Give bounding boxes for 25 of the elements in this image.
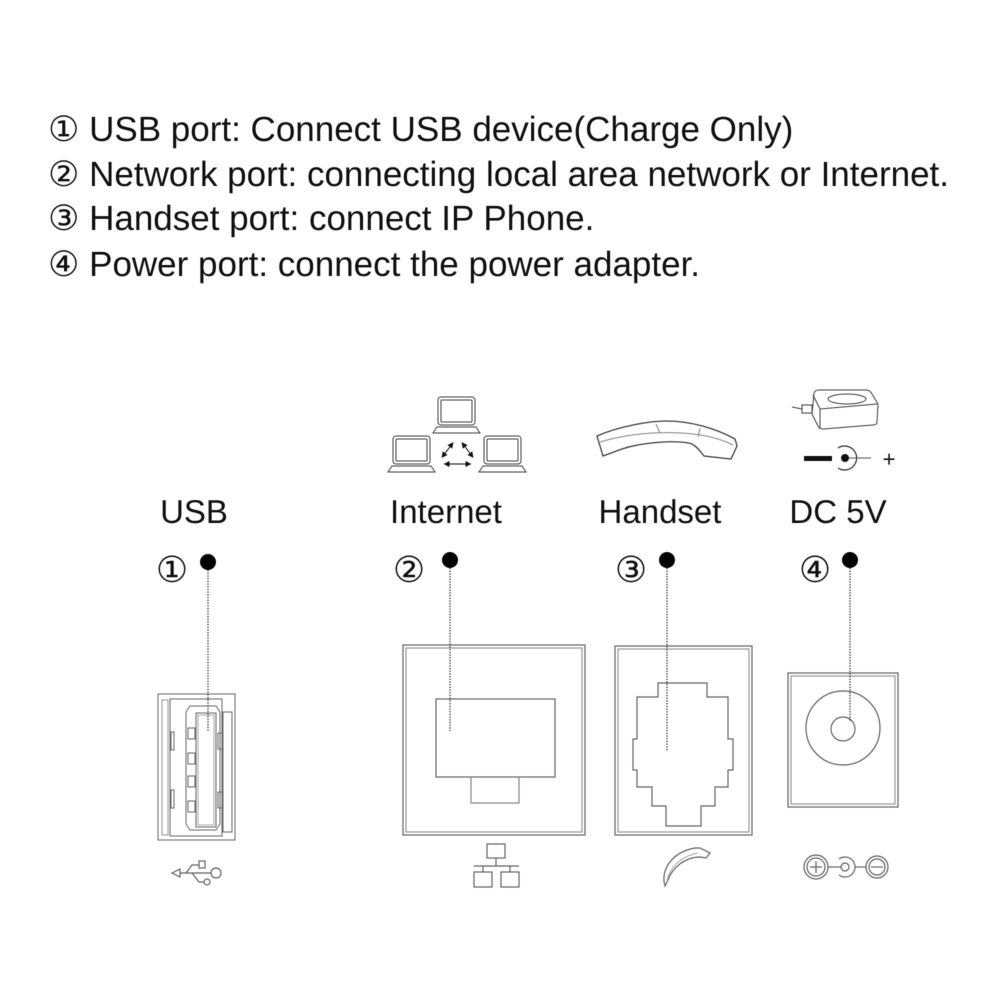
description-text: ① USB port: Connect USB device(Charge Only) bbox=[48, 110, 794, 150]
leader-dot bbox=[659, 552, 675, 568]
port-label: Handset bbox=[598, 493, 722, 531]
port-label: Internet bbox=[390, 493, 502, 531]
usb-port-drawing bbox=[155, 692, 238, 842]
leader-dot bbox=[442, 552, 458, 568]
leader-line bbox=[207, 570, 209, 732]
ethernet-jack-drawing bbox=[401, 643, 587, 837]
port-label: DC 5V bbox=[789, 493, 887, 531]
description-text: ③ Handset port: connect IP Phone. bbox=[48, 199, 594, 240]
leader-line bbox=[449, 568, 451, 731]
callout-number: ④ bbox=[798, 552, 832, 588]
callout-number: ③ bbox=[614, 552, 648, 588]
callout-number: ② bbox=[392, 552, 426, 588]
description-text: ④ Power port: connect the power adapter. bbox=[48, 245, 700, 286]
leader-dot bbox=[200, 554, 216, 570]
callout-number: ① bbox=[156, 552, 188, 588]
phone-jack-drawing bbox=[613, 644, 754, 837]
leader-dot bbox=[842, 552, 858, 568]
port-label: USB bbox=[160, 493, 228, 531]
leader-line bbox=[666, 568, 668, 751]
dc-jack-drawing bbox=[786, 671, 900, 809]
leader-line bbox=[849, 568, 851, 722]
description-text: ② Network port: connecting local area network or Internet. bbox=[48, 155, 949, 196]
polarity-sign: + bbox=[882, 446, 896, 472]
